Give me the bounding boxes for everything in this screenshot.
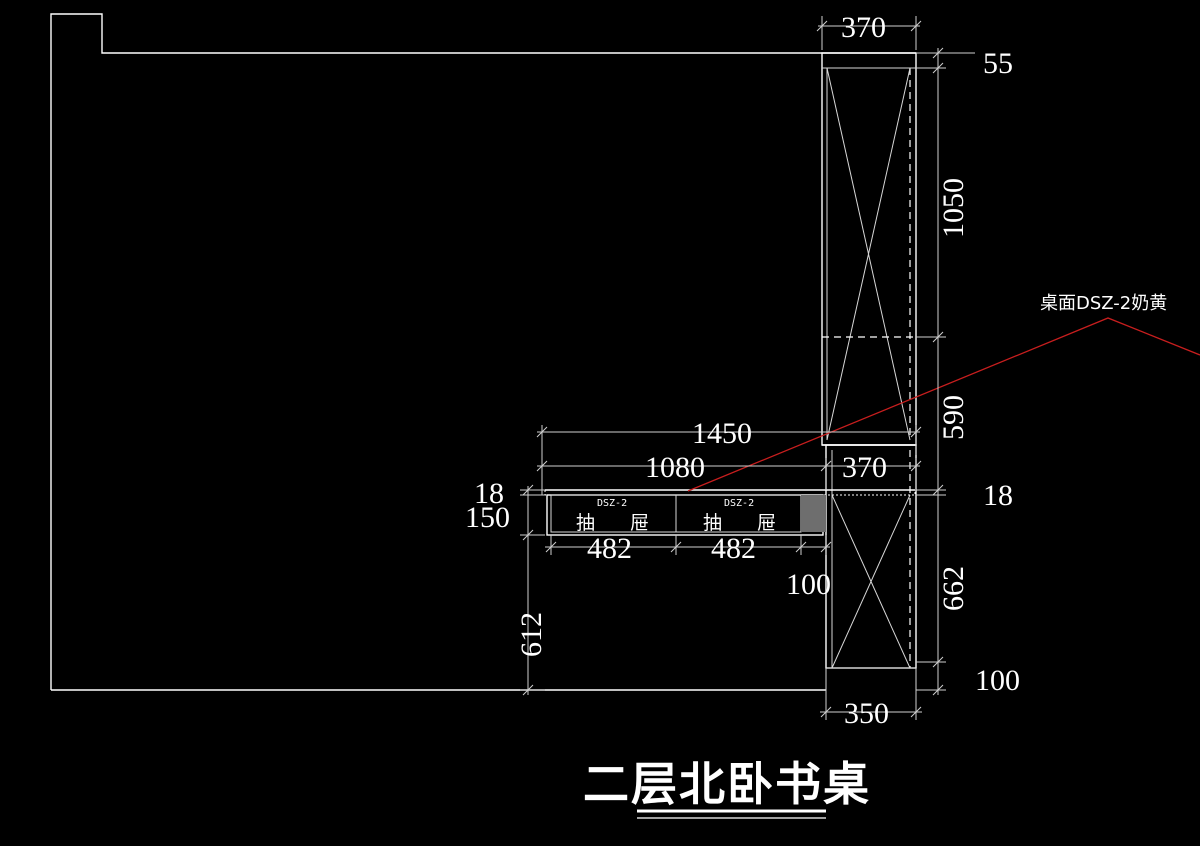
lower-cabinet-cross-2 bbox=[831, 494, 911, 669]
upper-cabinet-frame bbox=[821, 52, 917, 446]
desk-top-slab bbox=[544, 489, 916, 496]
dim-side-panel-text: 100 bbox=[786, 568, 831, 601]
dim-top-thickness-left-text: 18 bbox=[474, 477, 504, 510]
lower-cabinet bbox=[825, 444, 917, 690]
dim-drawer-height-text: 150 bbox=[465, 501, 510, 534]
dim-right-chain: 55 1050 590 18 662 100 bbox=[916, 47, 1020, 697]
dim-drawer-width-1-text: 482 bbox=[587, 532, 632, 565]
tall-cabinet bbox=[821, 52, 917, 446]
dim-desk-top-width: 1080 370 bbox=[536, 451, 922, 490]
dim-desk-overall-width-text: 1450 bbox=[692, 417, 752, 450]
dim-desk-overall-width: 1450 bbox=[536, 417, 922, 495]
callout-note: 桌面DSZ-2奶黄 bbox=[1040, 293, 1167, 314]
dim-left-chain: 18 150 612 bbox=[465, 477, 548, 696]
drawer-unit: DSZ-2 DSZ-2 抽 屉 抽 屉 bbox=[546, 494, 826, 536]
drawer-1-label-b: 屉 bbox=[630, 512, 649, 534]
dim-top-width-text: 370 bbox=[841, 11, 886, 44]
room-outline bbox=[50, 13, 916, 690]
drawing-title-block: 二层北卧书桌 bbox=[583, 757, 871, 819]
dim-drawer-width-2-text: 482 bbox=[711, 532, 756, 565]
drawer-2-label-a: 抽 bbox=[703, 512, 722, 534]
dim-lower-cabinet-width-text: 370 bbox=[842, 451, 887, 484]
desk-top bbox=[544, 489, 916, 496]
dim-bottom-width-text: 350 bbox=[844, 697, 889, 730]
dim-bottom-width: 350 bbox=[820, 690, 922, 730]
dim-middle-height-text: 590 bbox=[937, 395, 970, 440]
dim-desk-height-text: 612 bbox=[515, 612, 548, 657]
dim-desk-top-width-text: 1080 bbox=[645, 451, 705, 484]
drawer-2-code: DSZ-2 bbox=[724, 498, 754, 509]
upper-cabinet-cross-2 bbox=[826, 67, 911, 441]
drawer-1-label-a: 抽 bbox=[576, 512, 595, 534]
dim-drawer-widths: 482 482 100 bbox=[545, 532, 832, 601]
drawer-1-code: DSZ-2 bbox=[597, 498, 627, 509]
side-panel-block bbox=[801, 495, 826, 532]
dim-upper-height-text: 1050 bbox=[937, 178, 970, 238]
dim-top-thickness-right-text: 18 bbox=[983, 479, 1013, 512]
drawing-title: 二层北卧书桌 bbox=[583, 757, 871, 811]
drawer-2-label-b: 屉 bbox=[757, 512, 776, 534]
dim-top-width: 370 bbox=[816, 11, 922, 50]
dim-kick-height-text: 100 bbox=[975, 664, 1020, 697]
callout-leader-line bbox=[687, 317, 1200, 492]
dim-top-height-text: 55 bbox=[983, 47, 1013, 80]
dim-lower-height-text: 662 bbox=[937, 566, 970, 611]
